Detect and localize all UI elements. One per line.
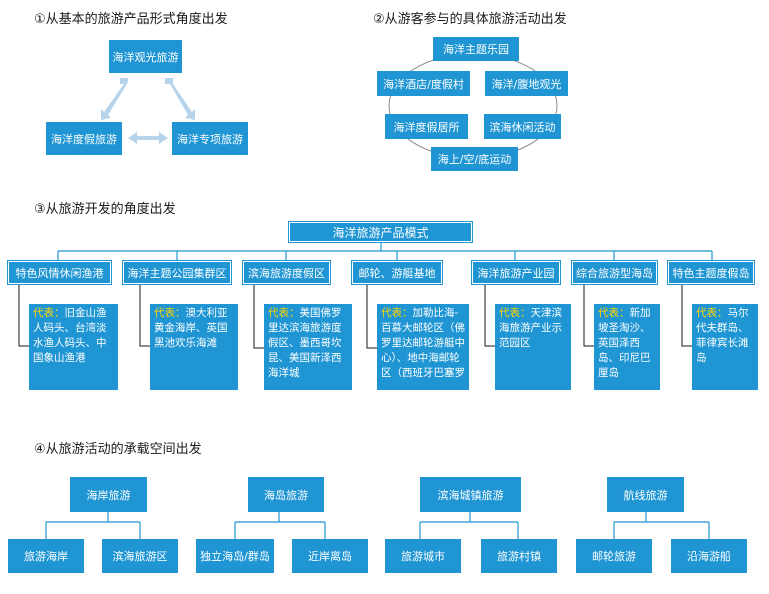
- rep-label: 代表: [268, 307, 289, 319]
- leaf-tourism-village: 旅游村镇: [481, 539, 557, 573]
- root-product-models: 海洋旅游产品模式: [289, 222, 472, 242]
- rep-label: 代表: [33, 307, 54, 319]
- example-text: 天津滨海旅游产业示范园区: [499, 307, 562, 349]
- category-industry-park: 海洋旅游产业园: [472, 261, 560, 284]
- category-coastal-resort: 滨海旅游度假区: [243, 261, 330, 284]
- example-box-2: 代表：美国佛罗里达滨海旅游度假区、墨西哥坎昆、美国新泽西海洋城: [264, 304, 352, 390]
- example-box-0: 代表：旧金山渔人码头、台湾淡水渔人码头、中国象山渔港: [29, 304, 118, 390]
- node-vacation-residence: 海洋度假居所: [385, 114, 468, 139]
- leaf-nearshore-island: 近岸离岛: [292, 539, 368, 573]
- node-hinterland-sightseeing: 海洋/腹地观光: [485, 71, 568, 96]
- node-ocean-sightseeing: 海洋观光旅游: [109, 40, 182, 73]
- section3-bracket-lines: [18, 284, 692, 349]
- section2-cycle-ellipse: [388, 53, 558, 159]
- rep-label: 代表: [598, 307, 619, 319]
- example-box-4: 代表：天津滨海旅游产业示范园区: [495, 304, 571, 390]
- section4-tree-lines: [45, 512, 710, 539]
- example-text: 马尔代夫群岛、菲律宾长滩岛: [696, 307, 749, 364]
- example-box-6: 代表：马尔代夫群岛、菲律宾长滩岛: [692, 304, 758, 390]
- rep-label: 代表: [696, 307, 717, 319]
- section2-title: ②从游客参与的具体旅游活动出发: [373, 12, 567, 27]
- section3-title: ③从旅游开发的角度出发: [34, 202, 176, 217]
- example-box-1: 代表：澳大利亚黄金海岸、英国黑池欢乐海滩: [150, 304, 238, 390]
- arrow-度假-专项: [128, 132, 168, 144]
- group-coast: 海岸旅游: [70, 477, 147, 512]
- category-integrated-island: 综合旅游型海岛: [572, 261, 657, 284]
- arrow-观光-度假: [101, 78, 128, 120]
- example-text: 美国佛罗里达滨海旅游度假区、墨西哥坎昆、美国新泽西海洋城: [268, 307, 342, 379]
- rep-label: 代表: [381, 307, 402, 319]
- category-cruise-yacht-base: 邮轮、游艇基地: [352, 261, 442, 284]
- category-fishing-port: 特色风情休闲渔港: [8, 261, 111, 284]
- node-sea-air-sports: 海上/空/底运动: [431, 147, 518, 171]
- category-theme-park-cluster: 海洋主题公园集群区: [123, 261, 231, 284]
- leaf-coastal-ship: 沿海游船: [671, 539, 747, 573]
- category-theme-resort-island: 特色主题度假岛: [668, 261, 754, 284]
- leaf-independent-island: 独立海岛/群岛: [196, 539, 274, 573]
- section1-arrows: [101, 78, 195, 144]
- node-coastal-leisure: 滨海休闲活动: [484, 114, 561, 139]
- example-text: 加勒比海-百慕大邮轮区（佛罗里达邮轮游艇中心）、地中海邮轮区（西班牙巴塞罗: [381, 307, 465, 379]
- rep-label: 代表: [499, 307, 520, 319]
- example-box-3: 代表：加勒比海-百慕大邮轮区（佛罗里达邮轮游艇中心）、地中海邮轮区（西班牙巴塞罗: [377, 304, 469, 390]
- node-ocean-vacation: 海洋度假旅游: [46, 122, 122, 155]
- group-coastal-town: 滨海城镇旅游: [420, 477, 521, 512]
- group-island: 海岛旅游: [248, 477, 324, 512]
- leaf-tourism-coast: 旅游海岸: [8, 539, 84, 573]
- rep-label: 代表: [154, 307, 175, 319]
- example-text: 旧金山渔人码头、台湾淡水渔人码头、中国象山渔港: [33, 307, 107, 364]
- node-theme-park: 海洋主题乐园: [433, 37, 519, 61]
- example-text: 澳大利亚黄金海岸、英国黑池欢乐海滩: [154, 307, 228, 349]
- group-route: 航线旅游: [607, 477, 684, 512]
- node-hotel-resort: 海洋酒店/度假村: [377, 71, 470, 96]
- arrow-观光-专项: [165, 78, 195, 120]
- leaf-tourism-city: 旅游城市: [385, 539, 461, 573]
- section3-tree-lines: [57, 242, 713, 260]
- section4-title: ④从旅游活动的承载空间出发: [34, 442, 202, 457]
- example-text: 新加坡圣淘沙、英国泽西岛、印尼巴厘岛: [598, 307, 651, 379]
- leaf-coastal-area: 滨海旅游区: [102, 539, 178, 573]
- example-box-5: 代表：新加坡圣淘沙、英国泽西岛、印尼巴厘岛: [594, 304, 660, 390]
- section1-title: ①从基本的旅游产品形式角度出发: [34, 12, 228, 27]
- leaf-cruise: 邮轮旅游: [576, 539, 652, 573]
- node-ocean-special: 海洋专项旅游: [172, 122, 248, 155]
